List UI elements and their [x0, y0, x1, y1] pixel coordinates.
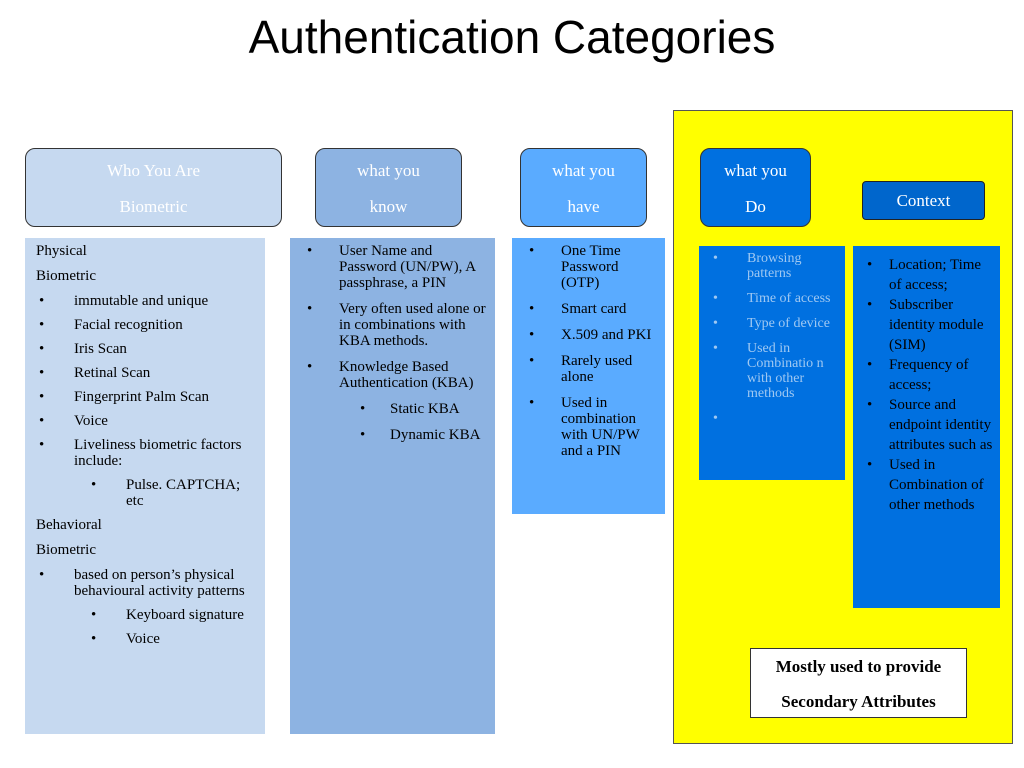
sub-list-item: •Static KBA — [360, 401, 460, 417]
header-what-you-have-line1: what you — [552, 161, 615, 180]
bullet-icon: • — [867, 257, 873, 273]
sub-list-item: •Dynamic KBA — [360, 427, 481, 443]
list-item: •Type of device — [713, 316, 830, 331]
bullet-icon: • — [39, 317, 45, 333]
list-item: •Used in Combinatio n with other methods — [713, 341, 824, 401]
list-item: •X.509 and PKI — [529, 327, 652, 343]
note-line1: Mostly used to provide — [775, 657, 942, 676]
note-line2: Secondary Attributes — [781, 692, 936, 711]
bullet-icon: • — [360, 427, 366, 443]
list-item: •Liveliness biometric factors include: — [39, 437, 242, 469]
bullet-icon: • — [713, 291, 718, 306]
bullet-icon: • — [867, 357, 873, 373]
bullet-icon: • — [867, 297, 873, 313]
list-item: •Time of access — [713, 291, 831, 306]
what-you-have-column: •One Time Password (OTP) •Smart card •X.… — [512, 238, 665, 514]
page-title: Authentication Categories — [248, 11, 776, 63]
list-item: •User Name and Password (UN/PW), A passp… — [307, 243, 476, 291]
bullet-icon: • — [39, 567, 45, 583]
sub-list-item: •Pulse. CAPTCHA; etc — [91, 477, 241, 509]
behavioral-label: Behavioral — [36, 517, 102, 533]
bullet-icon: • — [529, 327, 535, 343]
header-context: Context — [862, 181, 985, 220]
list-item: •Browsing patterns — [713, 251, 802, 281]
bullet-icon: • — [529, 243, 535, 259]
context-column: •Location; Time of access; •Subscriber i… — [853, 246, 1000, 608]
list-item: •Iris Scan — [39, 341, 127, 357]
header-what-you-do-line2: Do — [745, 197, 766, 216]
bullet-icon: • — [39, 341, 45, 357]
physical-biometric-label: Biometric — [36, 268, 96, 284]
sub-list-item: •Keyboard signature — [91, 607, 244, 623]
bullet-icon: • — [867, 457, 873, 473]
header-what-you-do-line1: what you — [724, 161, 787, 180]
header-what-you-have-line2: have — [567, 197, 600, 216]
header-what-you-do: what you Do — [700, 148, 811, 227]
bullet-icon: • — [39, 389, 45, 405]
list-item: •Retinal Scan — [39, 365, 151, 381]
list-item: •Facial recognition — [39, 317, 183, 333]
bullet-icon: • — [713, 411, 718, 426]
list-item: •Voice — [39, 413, 108, 429]
bullet-icon: • — [39, 413, 45, 429]
sub-list-item: •Voice — [91, 631, 160, 647]
bullet-icon: • — [39, 293, 45, 309]
header-what-you-know: what you know — [315, 148, 462, 227]
bullet-icon: • — [360, 401, 366, 417]
what-you-know-column: •User Name and Password (UN/PW), A passp… — [290, 238, 495, 734]
bullet-icon: • — [529, 353, 535, 369]
list-item: •Fingerprint Palm Scan — [39, 389, 209, 405]
list-item: •Used in Combination of other methods — [867, 457, 984, 513]
bullet-icon: • — [713, 251, 718, 266]
list-item: •Source and endpoint identity attributes… — [867, 397, 993, 453]
bullet-icon: • — [307, 359, 313, 375]
secondary-attributes-note: Mostly used to provide Secondary Attribu… — [750, 648, 967, 718]
list-item: •Used in combination with UN/PW and a PI… — [529, 395, 640, 459]
bullet-icon: • — [91, 477, 97, 493]
physical-label: Physical — [36, 243, 87, 259]
bullet-icon: • — [307, 243, 313, 259]
bullet-icon: • — [39, 365, 45, 381]
bullet-icon: • — [867, 397, 873, 413]
list-item: •Rarely used alone — [529, 353, 633, 385]
what-you-do-column: •Browsing patterns •Time of access •Type… — [699, 246, 845, 480]
list-item: •based on person’s physical behavioural … — [39, 567, 245, 599]
header-what-you-know-line2: know — [369, 197, 408, 216]
bullet-icon: • — [91, 607, 97, 623]
bullet-icon: • — [529, 301, 535, 317]
bullet-icon: • — [39, 437, 45, 453]
behavioral-biometric-label: Biometric — [36, 542, 96, 558]
header-what-you-know-line1: what you — [357, 161, 420, 180]
list-item: •Knowledge Based Authentication (KBA) — [307, 359, 474, 391]
bullet-icon: • — [529, 395, 535, 411]
list-item: •Very often used alone or in combination… — [307, 301, 486, 349]
list-item: •Location; Time of access; — [867, 257, 982, 293]
list-item: •Smart card — [529, 301, 627, 317]
list-item: •Subscriber identity module (SIM) — [867, 297, 984, 353]
list-item: •One Time Password (OTP) — [529, 243, 621, 291]
bullet-icon: • — [713, 341, 718, 356]
who-you-are-column: Physical Biometric •immutable and unique… — [25, 238, 265, 734]
bullet-icon: • — [91, 631, 97, 647]
bullet-icon: • — [713, 316, 718, 331]
header-what-you-have: what you have — [520, 148, 647, 227]
header-who-you-are: Who You Are Biometric — [25, 148, 282, 227]
header-who-you-are-line2: Biometric — [119, 197, 188, 216]
header-who-you-are-line1: Who You Are — [106, 161, 201, 180]
list-item: •immutable and unique — [39, 293, 209, 309]
bullet-icon: • — [307, 301, 313, 317]
list-item: •Frequency of access; — [867, 357, 969, 393]
